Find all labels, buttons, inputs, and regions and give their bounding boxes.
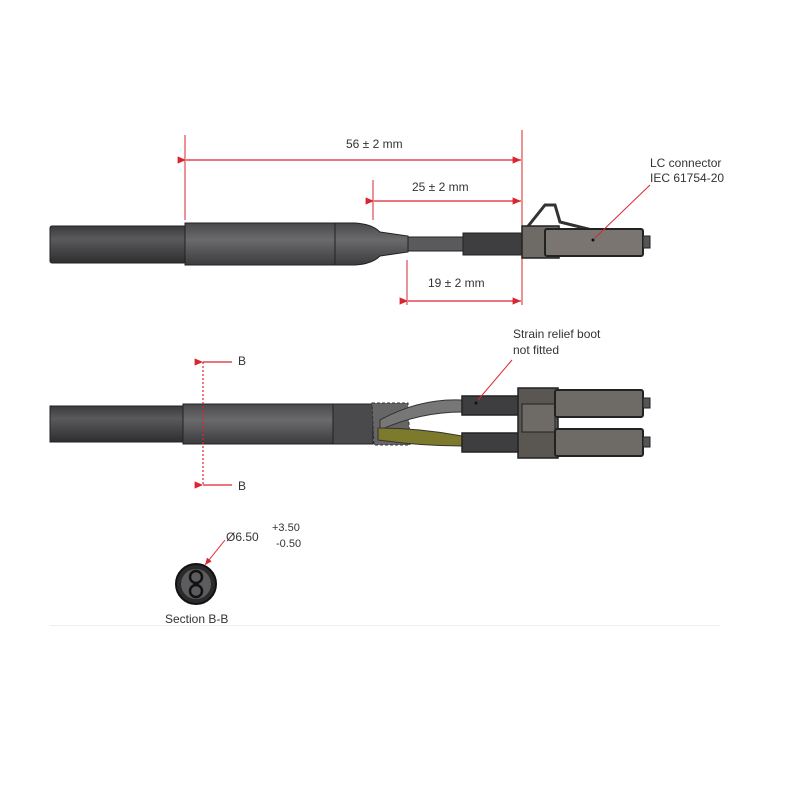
tolerance-minus: -0.50 [276, 538, 302, 550]
diameter-label: Ø6.50 [226, 530, 259, 544]
divider [50, 625, 720, 626]
fiber-tube [407, 236, 465, 252]
bottom-view [49, 358, 651, 489]
heat-shrink-sleeve [184, 222, 336, 266]
top-view [49, 130, 651, 305]
tolerance-plus: +3.50 [272, 522, 300, 534]
sleeve-2 [182, 403, 334, 445]
boot-label-1: Strain relief boot [513, 327, 601, 341]
connector-label-1: LC connector [650, 156, 722, 170]
latch [523, 203, 601, 234]
cable-jacket [49, 225, 187, 264]
dim-56-label: 56 ± 2 mm [346, 137, 403, 151]
connector-label-2: IEC 61754-20 [650, 171, 725, 185]
boot-label-2: not fitted [513, 343, 560, 357]
dim-25-label: 25 ± 2 mm [412, 180, 469, 194]
connector-body [462, 232, 524, 256]
lc-connector-top [544, 228, 644, 257]
lc-connector-b [554, 428, 644, 457]
breakout-transition [334, 222, 409, 266]
section-b-b [175, 539, 226, 605]
section-marker-bottom: B [238, 479, 247, 493]
dim-19-label: 19 ± 2 mm [428, 276, 485, 290]
section-marker-top: B [238, 354, 247, 368]
cable-jacket-2 [49, 405, 186, 443]
section-caption: Section B-B [165, 612, 229, 626]
lc-connector-a [554, 389, 644, 418]
